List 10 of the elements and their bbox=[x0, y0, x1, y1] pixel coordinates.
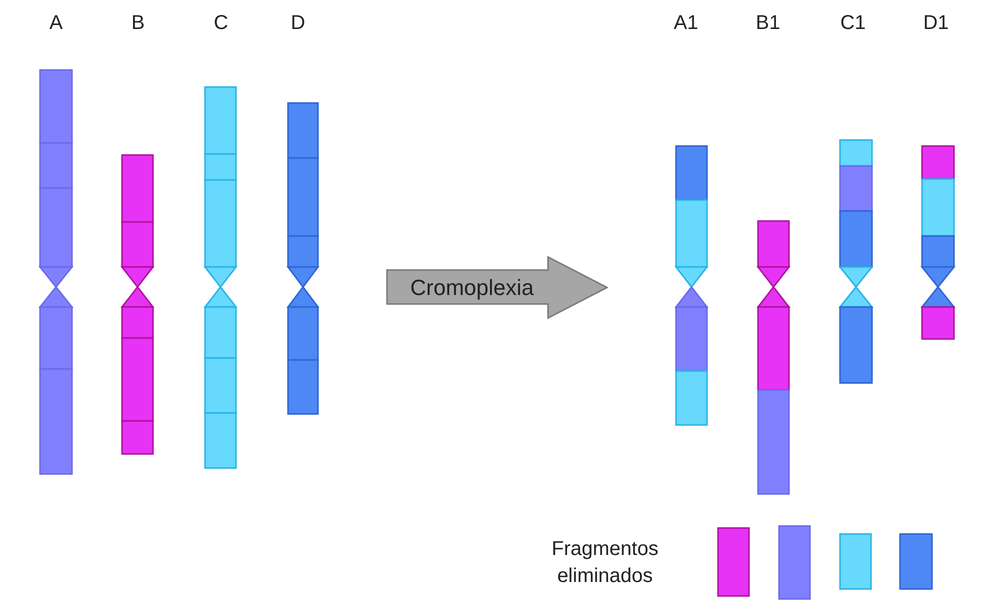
chromosome-label: A bbox=[48, 11, 64, 36]
chromosome-label: C1 bbox=[839, 11, 867, 36]
chromosome-label: B1 bbox=[754, 11, 782, 36]
fragments-caption: Fragmentos eliminados bbox=[550, 537, 660, 589]
chromosome-label: C bbox=[212, 11, 230, 36]
process-arrow: Cromoplexia bbox=[386, 256, 608, 319]
chromosome-label: D bbox=[290, 11, 306, 36]
chromosome-label: A1 bbox=[672, 11, 700, 36]
chromosome-label: D1 bbox=[922, 11, 950, 36]
chromosome-label: B bbox=[130, 11, 146, 36]
